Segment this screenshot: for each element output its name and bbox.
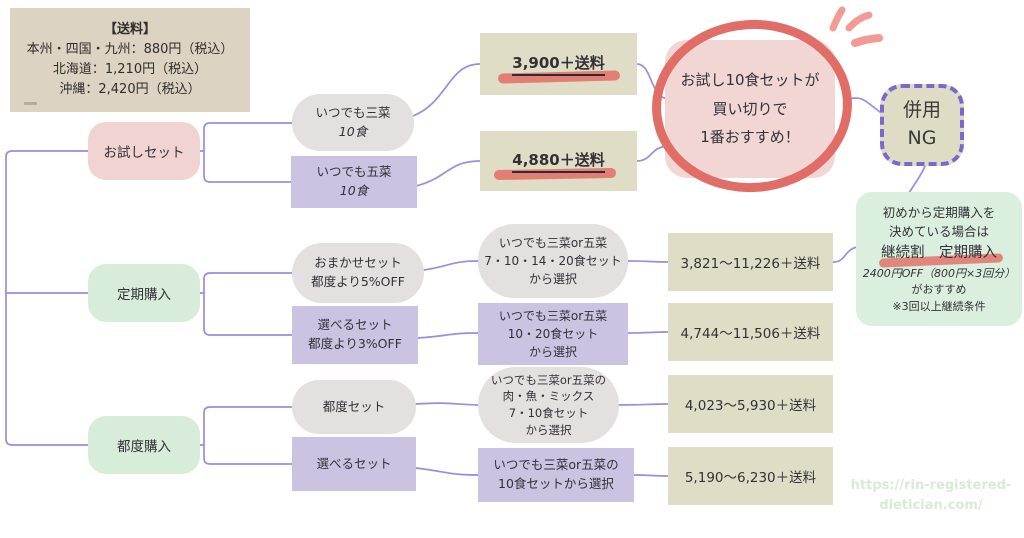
node-teiki-eraberu-choice: いつでも三菜or五菜 10・20食セット から選択 [478,303,628,365]
node-teiki-omakase-choice: いつでも三菜or五菜 7・10・14・20食セット から選択 [478,224,628,298]
teiki-info-line3: 継続割 定期購入 [878,242,1004,268]
watermark-url: https://rin-registered- dietician.com/ [850,478,1012,513]
node-eraberu-teiki-line2: 都度より3%OFF [308,336,402,351]
connector-gosai-price [415,160,481,187]
price-tsudo-eraberu: 5,190〜6,230＋送料 [668,447,833,505]
node-omakase-line2: 都度より5%OFF [311,274,405,289]
node-tsudo-konyu: 都度購入 [88,416,200,474]
node-gosai-10-line2: 10食 [339,183,369,198]
node-teiki-label: 定期購入 [117,287,171,303]
recommend-callout: お試し10食セットが 買い切りで 1番おすすめ！ [665,40,835,178]
connector-price-infobox [832,246,858,263]
connector-eraberu-teiki-choice [417,332,479,339]
heiyo-ng-text: 併用 NG [902,99,941,149]
connector-tsudo-choice1-price [617,403,669,406]
price-otameshi-gosai: 4,880＋送料 [480,131,637,191]
connector-omakase-choice [423,260,479,271]
node-eraberu-teiki-line1: 選べるセット [317,317,393,333]
teiki-info-line2: 決めている場合は [888,224,989,240]
heiyo-ng-badge: 併用 NG [880,84,964,166]
node-sansai-10-line2: 10食 [338,123,368,139]
node-eraberu-set-teiki: 選べるセット 都度より3%OFF [292,306,418,364]
teiki-info-box: 初めから定期購入を 決めている場合は 継続割 定期購入 2400円OFF（800… [856,192,1022,326]
connector-otameshi-children [203,122,293,183]
connector-tsudo-children [203,406,293,465]
price-teiki-eraberu-text: 4,744〜11,506＋送料 [680,326,821,342]
node-tsudo-set-choice: いつでも三菜or五菜の 肉・魚・ミックス 7・10食セット から選択 [478,367,619,443]
node-omakase-line1: おまかせセット [314,255,402,271]
teiki-info-line5: がおすすめ [911,283,967,297]
teiki-info-line1: 初めから定期購入を [882,204,996,220]
shipping-note: 【送料】 本州・四国・九州：880円（税込） 北海道：1,210円（税込） 沖縄… [10,8,250,112]
node-otameshi-set: お試しセット [88,122,200,180]
node-omakase-set: おまかせセット 都度より5%OFF [292,243,424,303]
price-teiki-omakase: 3,821〜11,226＋送料 [668,233,833,291]
teiki-eraberu-choice-text: いつでも三菜or五菜 10・20食セット から選択 [498,309,608,359]
node-tsudo-label: 都度購入 [117,439,171,455]
node-teiki-konyu: 定期購入 [88,264,200,322]
connector-tsudo-choice2-price [632,474,669,477]
node-tsudo-set-label: 都度セット [322,398,386,414]
node-eraberu-tsudo-label: 選べるセット [316,455,392,471]
price-otameshi-sansai-text: 3,900＋送料 [512,52,605,76]
price-tsudo-eraberu-text: 5,190〜6,230＋送料 [684,470,817,486]
price-teiki-omakase-text: 3,821〜11,226＋送料 [680,256,821,272]
node-eraberu-set-tsudo: 選べるセット [292,437,416,491]
tsudo-set-choice-text: いつでも三菜or五菜の 肉・魚・ミックス 7・10食セット から選択 [490,372,607,437]
connector-4880-recommend [636,145,669,162]
price-tsudo-set-text: 4,023〜5,930＋送料 [684,398,817,414]
price-otameshi-gosai-text: 4,880＋送料 [512,149,605,173]
shipping-lines: 本州・四国・九州：880円（税込） 北海道：1,210円（税込） 沖縄：2,42… [26,41,234,98]
connector-teiki-choice1-price [627,260,669,263]
node-gosai-10: いつでも五菜 10食 [291,156,417,208]
teiki-omakase-choice-text: いつでも三菜or五菜 7・10・14・20食セット から選択 [484,236,622,286]
node-tsudo-eraberu-choice: いつでも三菜or五菜の 10食セットから選択 [478,448,634,502]
node-tsudo-set: 都度セット [292,380,416,434]
connector-teiki-children [203,272,293,336]
teiki-info-line6: ※3回以上継続条件 [892,299,986,313]
connector-recommend-ng [845,97,881,113]
teiki-info-line4: 2400円OFF（800円×3回分） [862,266,1016,280]
connector-eraberu-tsudo-choice [415,467,479,476]
shipping-title: 【送料】 [103,21,156,37]
connector-root-bracket [5,150,89,446]
fine-print-mark [24,102,37,105]
connector-3900-recommend [636,63,669,100]
connector-sansai-price [412,63,481,117]
price-teiki-eraberu: 4,744〜11,506＋送料 [668,303,833,361]
node-sansai-10: いつでも三菜 10食 [292,94,414,151]
price-tsudo-set: 4,023〜5,930＋送料 [668,375,833,433]
connector-tsudoset-choice [415,402,479,406]
recommend-text: お試し10食セットが 買い切りで 1番おすすめ！ [680,71,820,147]
connector-teiki-choice2-price [627,331,669,334]
price-otameshi-sansai: 3,900＋送料 [480,33,637,95]
node-otameshi-label: お試しセット [103,145,185,161]
node-sansai-10-line1: いつでも三菜 [315,104,391,120]
tsudo-eraberu-choice-text: いつでも三菜or五菜の 10食セットから選択 [493,457,619,491]
connector-ng-infobox [908,165,926,194]
node-gosai-10-line1: いつでも五菜 [316,164,392,180]
